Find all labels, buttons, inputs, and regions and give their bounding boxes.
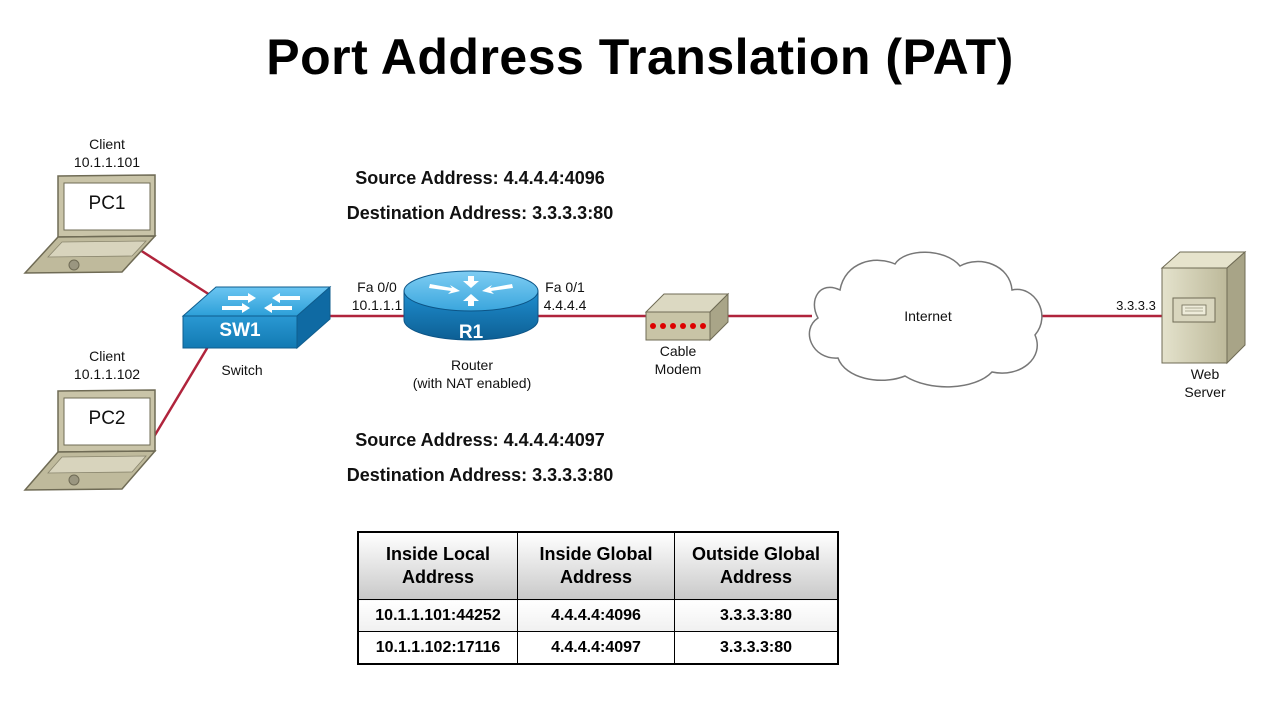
- table-row: 10.1.1.102:17116 4.4.4.4:4097 3.3.3.3:80: [357, 631, 839, 665]
- link-pc1-sw1: [139, 248, 211, 297]
- router-ip-outside: 4.4.4.4: [543, 297, 587, 313]
- nat-header-inside-global-line1: Inside Global: [539, 544, 653, 564]
- server-label-line1: Web: [1190, 366, 1220, 382]
- nat-cell-inside-global: 4.4.4.4:4097: [517, 631, 675, 665]
- modem-label-line2: Modem: [654, 361, 702, 377]
- internet-label: Internet: [904, 308, 952, 324]
- nat-header-outside-global-line2: Address: [719, 567, 793, 587]
- router-ip-inside: 10.1.1.1: [351, 297, 403, 313]
- nat-translation-table: Inside Local Address Inside Global Addre…: [357, 531, 839, 665]
- router-inside-interface: Fa 0/0 10.1.1.1: [340, 278, 414, 314]
- router-label-line1: Router: [450, 357, 494, 373]
- cable-modem-icon: [644, 292, 730, 342]
- nat-cell-inside-global: 4.4.4.4:4096: [517, 599, 675, 632]
- top-packet-source: Source Address: 4.4.4.4:4096: [355, 168, 605, 188]
- modem-label-line1: Cable: [659, 343, 697, 359]
- nat-header-outside-global: Outside Global Address: [674, 531, 839, 600]
- nat-cell-inside-local: 10.1.1.101:44252: [357, 599, 518, 632]
- bottom-packet-source: Source Address: 4.4.4.4:4097: [355, 430, 605, 450]
- page-title: Port Address Translation (PAT): [266, 29, 1014, 85]
- pc2-name: PC2: [88, 408, 126, 429]
- table-row: 10.1.1.101:44252 4.4.4.4:4096 3.3.3.3:80: [357, 599, 839, 632]
- router-label-line2: (with NAT enabled): [412, 375, 532, 391]
- nat-table-header-row: Inside Local Address Inside Global Addre…: [357, 531, 839, 600]
- top-packet-destination: Destination Address: 3.3.3.3:80: [346, 203, 614, 223]
- nat-header-inside-global-line2: Address: [559, 567, 633, 587]
- pc1-label: Client 10.1.1.101: [57, 135, 157, 171]
- nat-header-inside-local-line1: Inside Local: [385, 544, 491, 564]
- link-pc2-sw1: [150, 339, 214, 441]
- router-outside-interface: Fa 0/1 4.4.4.4: [530, 278, 600, 314]
- pc2-label: Client 10.1.1.102: [57, 347, 157, 383]
- bottom-packet-destination: Destination Address: 3.3.3.3:80: [346, 465, 614, 485]
- server-label: Web Server: [1170, 365, 1240, 401]
- nat-cell-inside-local: 10.1.1.102:17116: [357, 631, 518, 665]
- nat-header-inside-local: Inside Local Address: [357, 531, 518, 600]
- router-if-inside: Fa 0/0: [357, 279, 397, 295]
- nat-header-outside-global-line1: Outside Global: [691, 544, 820, 564]
- switch-name: SW1: [219, 320, 261, 341]
- pc2-ip: 10.1.1.102: [73, 366, 141, 382]
- pc1-ip: 10.1.1.101: [73, 154, 141, 170]
- server-ip: 3.3.3.3: [1116, 298, 1156, 313]
- server-label-line2: Server: [1184, 384, 1226, 400]
- switch-icon: [181, 285, 332, 350]
- nat-header-inside-local-line2: Address: [401, 567, 475, 587]
- router-label: Router (with NAT enabled): [392, 356, 552, 392]
- network-links: [139, 248, 1162, 441]
- web-server-icon: [1160, 250, 1247, 365]
- pc1-name: PC1: [88, 193, 126, 214]
- nat-cell-outside-global: 3.3.3.3:80: [674, 599, 839, 632]
- router-if-outside: Fa 0/1: [545, 279, 585, 295]
- laptop-icon-pc2: [23, 389, 157, 491]
- pc2-role: Client: [89, 348, 125, 364]
- switch-label: Switch: [221, 362, 263, 378]
- nat-cell-outside-global: 3.3.3.3:80: [674, 631, 839, 665]
- nat-header-inside-global: Inside Global Address: [517, 531, 675, 600]
- router-name: R1: [458, 322, 484, 343]
- modem-label: Cable Modem: [643, 342, 713, 378]
- router-icon: [403, 270, 539, 341]
- internet-cloud-icon: [808, 251, 1043, 388]
- laptop-icon-pc1: [23, 174, 157, 274]
- pc1-role: Client: [89, 136, 125, 152]
